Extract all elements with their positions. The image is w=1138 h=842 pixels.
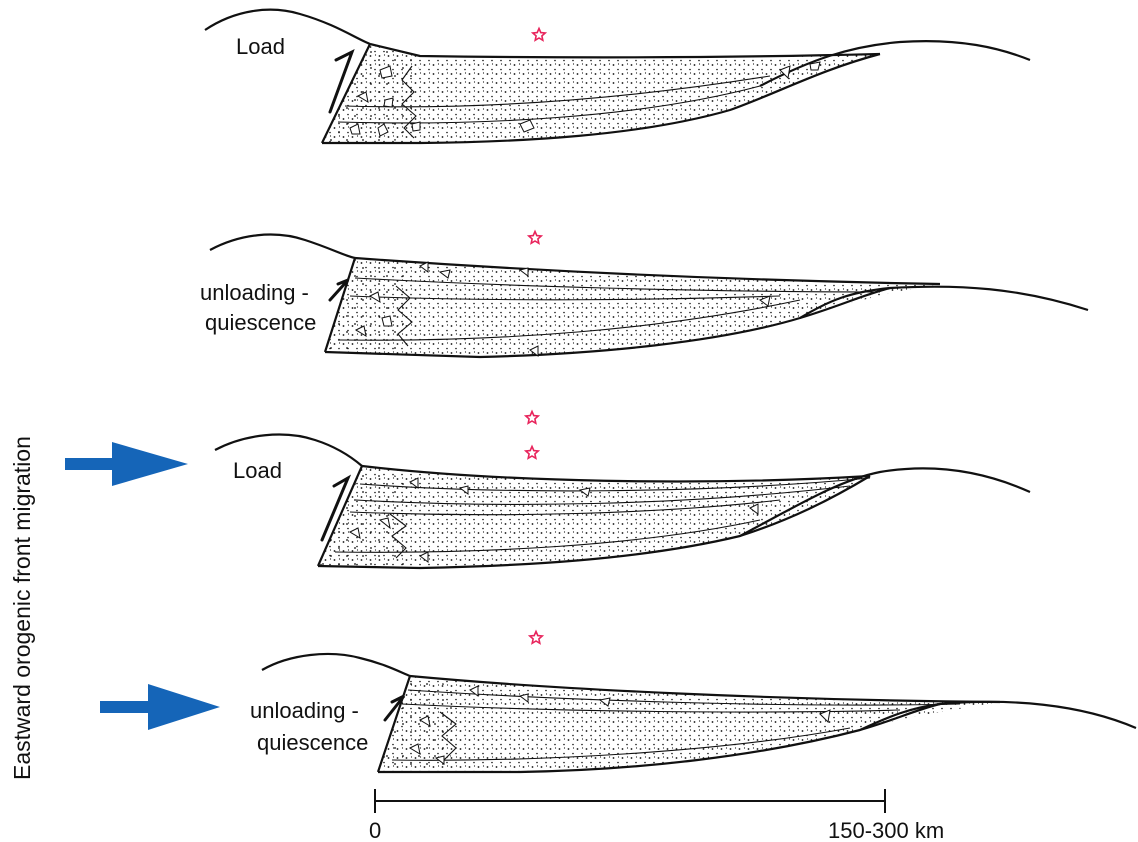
basin-fill — [325, 258, 940, 357]
side-label: Eastward orogenic front migration — [9, 436, 35, 780]
panel-4 — [262, 654, 1136, 772]
panel-4-label-line-1: unloading - — [250, 698, 359, 723]
orogen-topography — [262, 654, 410, 676]
panel-2 — [210, 235, 1088, 357]
star-marker — [533, 29, 545, 41]
panel-3-label: Load — [233, 458, 282, 483]
scale-start-label: 0 — [369, 818, 381, 842]
panel-3 — [215, 435, 1030, 568]
migration-arrow — [65, 442, 188, 486]
panel-4-label-line-2: quiescence — [257, 730, 368, 755]
star-marker — [526, 447, 538, 459]
basin-top — [370, 44, 880, 57]
orogen-topography — [210, 235, 355, 258]
orogen-topography — [205, 10, 370, 44]
panel-2-label-line-2: quiescence — [205, 310, 316, 335]
panel-1-label: Load — [236, 34, 285, 59]
scale-end-label: 150-300 km — [828, 818, 944, 842]
star-marker — [526, 412, 538, 424]
scale-bar — [375, 789, 885, 813]
panel-2-label-line-1: unloading - — [200, 280, 309, 305]
star-marker — [529, 232, 541, 244]
migration-arrow — [100, 684, 220, 730]
panel-1 — [205, 10, 1030, 143]
star-marker — [530, 632, 542, 644]
